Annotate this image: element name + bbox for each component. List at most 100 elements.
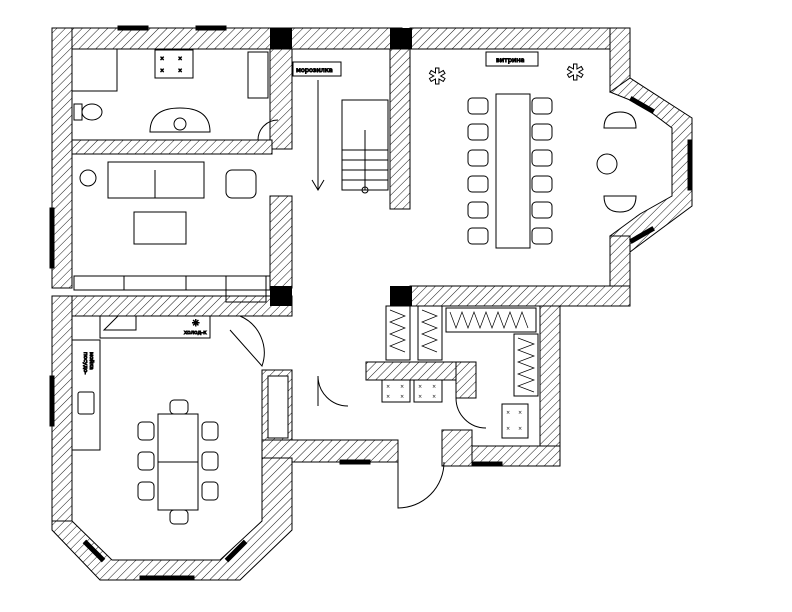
wall-upper-mid (269, 48, 293, 150)
wall-stair-right (389, 48, 411, 210)
sofa (107, 161, 205, 199)
banquet-table (495, 93, 531, 249)
svg-text:×: × (506, 426, 510, 432)
living-room (73, 161, 271, 303)
radiator-kitchen (267, 375, 289, 439)
columns (270, 28, 412, 306)
bay-table (596, 153, 618, 175)
window-bay-2 (687, 139, 693, 191)
window-bay-1 (629, 96, 655, 114)
showcase-box (485, 51, 539, 67)
freezer-label: морозилка (296, 66, 333, 74)
wall-bath-bottom (71, 139, 273, 155)
svg-text:×: × (518, 410, 522, 416)
wall-service-right (539, 305, 561, 467)
storage-rack-2 (417, 305, 443, 361)
storage-box-2 (413, 379, 443, 403)
radiator-bath (247, 51, 269, 99)
showcase-label: витрина (496, 56, 524, 64)
svg-text:×: × (386, 384, 390, 390)
wall-bay-right (608, 77, 693, 253)
staircase: морозилка (292, 61, 389, 194)
svg-text:×: × (400, 384, 404, 390)
fridge-label: холод-к (184, 330, 207, 336)
bath-counter (71, 48, 118, 92)
window-left-living (49, 207, 55, 269)
window-bay-bl (82, 539, 106, 563)
svg-text:×: × (432, 384, 436, 390)
wall-dining-bottom (409, 285, 631, 307)
dishwasher-label-1: посудо- (82, 352, 88, 374)
shower-dots: ×× ×× (160, 56, 183, 75)
toilet-tank (73, 103, 83, 121)
wall-left-upper (51, 27, 73, 289)
washbasin (149, 107, 211, 133)
svg-text:×: × (178, 68, 182, 74)
storage-rack-3 (445, 307, 537, 333)
door-hall-left (317, 375, 349, 407)
window-left-kitchen (49, 375, 55, 427)
window-top-bath-1 (117, 25, 149, 31)
door-service (455, 397, 487, 429)
range-hood (102, 315, 137, 331)
washbasin-bowl (173, 117, 187, 131)
wall-hall-right-col (455, 361, 477, 399)
kitchen-counter-top (99, 315, 211, 339)
wall-left-lower (51, 295, 73, 522)
window-bay-br (224, 539, 248, 563)
window-bay-3 (629, 226, 655, 244)
wall-living-bottom (71, 295, 293, 317)
wall-top-right (409, 27, 631, 50)
door-kitchen (229, 315, 265, 367)
shower-tray (154, 49, 194, 79)
svg-text:×: × (418, 384, 422, 390)
column-mid-right (390, 286, 412, 306)
storage-box-3 (501, 403, 529, 439)
storage-rack-1 (385, 305, 411, 361)
svg-text:×: × (418, 394, 422, 400)
window-service-bottom (471, 461, 503, 467)
media-console (73, 275, 271, 291)
svg-text:×: × (160, 68, 164, 74)
svg-text:×: × (386, 394, 390, 400)
fireplace (225, 275, 267, 303)
armchair-bay-1 (603, 111, 637, 129)
coffee-table (133, 211, 187, 245)
door-entrance (397, 461, 445, 509)
storage-rack-4 (513, 333, 539, 397)
wall-bay-bottom (51, 457, 293, 581)
svg-text:×: × (506, 410, 510, 416)
chairs-left (467, 97, 489, 245)
kitchen: ✳ холод-к посудо- мойка (71, 315, 265, 525)
walls (51, 27, 693, 581)
door-bath (257, 119, 279, 141)
kitchen-chairs (137, 399, 219, 525)
bathroom: ×× ×× (71, 48, 279, 141)
window-hall-bottom (339, 459, 371, 465)
storage-crosses: ×× ×× ×× ×× ×× ×× (386, 384, 522, 432)
windows (49, 25, 693, 581)
plant-icon-right: ✱ (566, 61, 584, 86)
svg-text:×: × (518, 426, 522, 432)
wall-hall-bottom-right (441, 429, 473, 467)
svg-text:×: × (178, 56, 182, 62)
chairs-right (531, 97, 553, 245)
column-top-stair (390, 28, 412, 49)
service-area: ×× ×× ×× ×× ×× ×× (317, 305, 539, 509)
freezer-box (292, 61, 342, 77)
wall-living-right (269, 195, 293, 289)
toilet (81, 103, 103, 121)
wall-hall-bottom-left (261, 439, 399, 463)
column-mid-left (270, 286, 292, 306)
dining-hall: витрина ✱ ✱ (428, 51, 637, 249)
radiator-living (123, 275, 187, 291)
storage-box-1 (381, 379, 411, 403)
armchair (225, 169, 257, 199)
wall-hall-mid (365, 361, 465, 381)
armchair-bay-2 (603, 195, 637, 213)
side-table (79, 169, 97, 187)
plant-icon-left: ✱ (428, 65, 446, 90)
sink (77, 391, 95, 415)
svg-text:×: × (400, 394, 404, 400)
